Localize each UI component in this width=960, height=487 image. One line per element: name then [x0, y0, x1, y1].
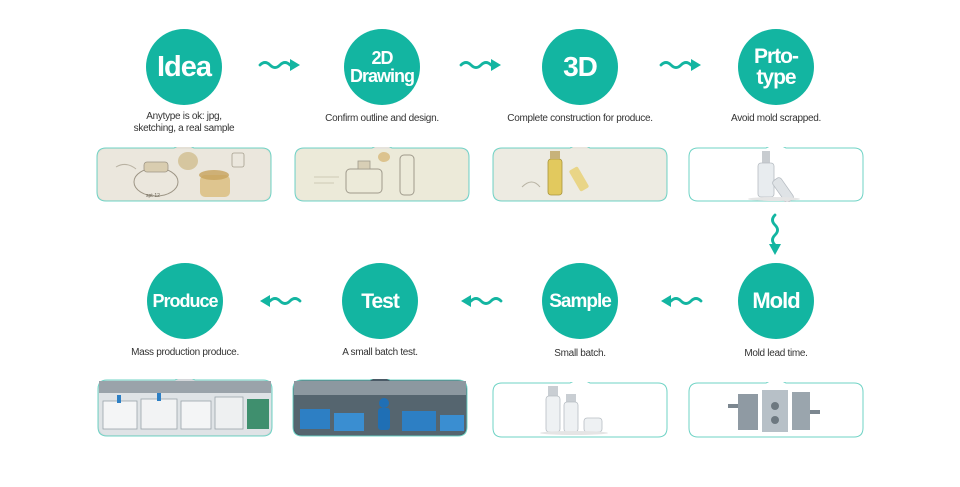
step-caption-test: A small batch test. [342, 347, 418, 358]
squiggle-left-arrow [260, 295, 302, 307]
squiggle-left-arrow [461, 295, 503, 307]
step-caption-produce: Mass production produce. [131, 347, 239, 358]
step-image-2d-drawing [294, 147, 470, 202]
step-caption-idea: Anytype is ok: jpg, sketching, a real sa… [133, 111, 235, 134]
step-image-produce [97, 379, 273, 437]
svg-text:spt-12: spt-12 [146, 193, 160, 199]
step-caption-sample: Small batch. [554, 348, 606, 359]
step-image-test [292, 379, 468, 437]
squiggle-right-arrow [659, 59, 701, 71]
step-circle-produce: Produce [147, 263, 223, 339]
step-circle-2d-drawing: 2D Drawing [344, 29, 420, 105]
squiggle-right-arrow [459, 59, 501, 71]
squiggle-left-arrow [661, 295, 703, 307]
step-image-prototype [688, 147, 864, 202]
step-caption-prototype: Avoid mold scrapped. [731, 113, 821, 124]
step-image-mold [688, 382, 864, 438]
step-circle-prototype: Prto- type [738, 29, 814, 105]
step-caption-2d-drawing: Confirm outline and design. [325, 113, 439, 124]
step-image-idea: spt-12 [96, 147, 272, 202]
step-circle-mold: Mold [738, 263, 814, 339]
squiggle-down-arrow [769, 213, 781, 255]
step-circle-test: Test [342, 263, 418, 339]
step-image-sample [492, 382, 668, 438]
step-caption-3d: Complete construction for produce. [507, 113, 653, 124]
step-circle-sample: Sample [542, 263, 618, 339]
step-circle-idea: Idea [146, 29, 222, 105]
step-image-3d [492, 147, 668, 202]
step-circle-3d: 3D [542, 29, 618, 105]
step-caption-mold: Mold lead time. [744, 348, 808, 359]
squiggle-right-arrow [258, 59, 300, 71]
